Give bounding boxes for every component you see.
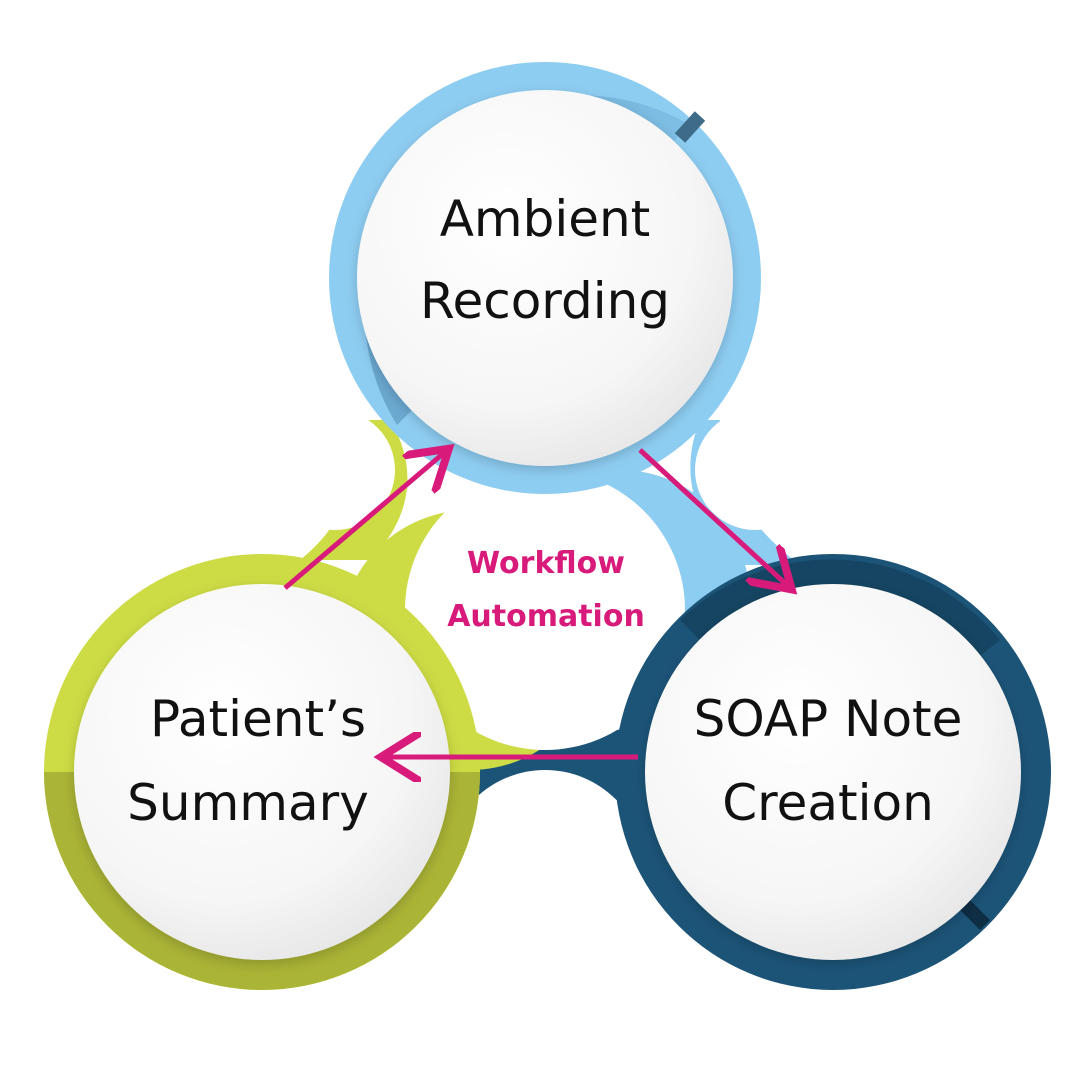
hub-white-center [405,470,685,750]
ambient-disc [357,90,733,466]
node-ambient-recording: Ambient Recording [329,62,761,494]
node-patients-summary: Patient’s Summary [44,554,480,990]
center-label: Workflow Automation [447,546,645,634]
ambient-label-line1: Ambient [440,190,651,248]
soap-label-line1: SOAP Note [694,690,963,748]
center-label-line1: Workflow [467,546,625,581]
soap-label-line2: Creation [722,774,934,832]
soap-ring-shade-bottom [960,900,990,930]
ambient-label-line2: Recording [420,272,670,330]
hub-white-right [695,410,815,530]
arrow-summary-to-ambient [283,452,445,590]
arrow-ambient-to-soap [638,448,788,586]
summary-label-line1: Patient’s [150,690,366,748]
hub-white-left [275,410,395,530]
node-soap-note-creation: SOAP Note Creation [615,554,1051,990]
ambient-ring-edge-dark [674,111,706,143]
ring-connectors [275,410,815,970]
summary-disc [74,584,450,960]
center-label-line2: Automation [447,599,645,634]
hub-white-bottom [445,770,645,970]
summary-label-line2: Summary [127,774,369,832]
flow-arrows [283,448,788,757]
soap-disc [645,584,1021,960]
